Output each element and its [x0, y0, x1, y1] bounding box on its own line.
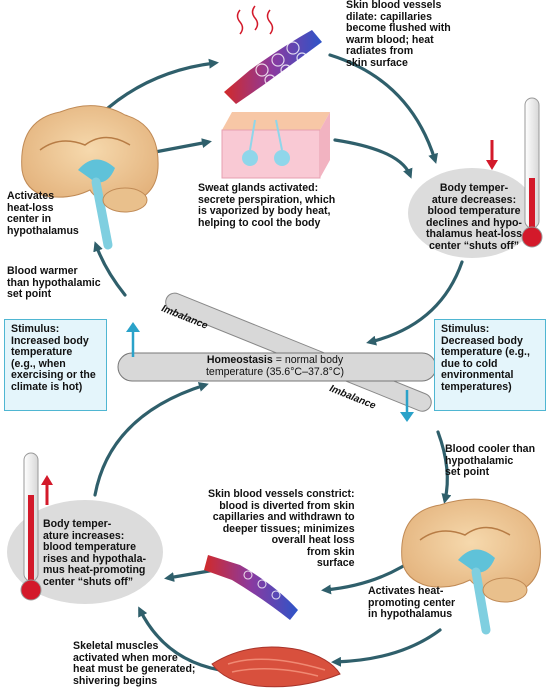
muscle-icon [211, 646, 341, 688]
label-blood-warmer: Blood warmer than hypothalamic set point [7, 265, 101, 300]
arrow-decrease-to-homeostasis [366, 260, 464, 346]
label-activates-heat-promoting: Activates heat- promoting center in hypo… [368, 585, 456, 620]
temp-decreases-ellipse [408, 168, 536, 258]
arrow-brain-to-sweat [153, 138, 212, 154]
homeostasis-range: temperature (35.6°C–37.8°C) [205, 365, 345, 378]
blood-vessel-constricted-icon [204, 555, 298, 620]
brain-icon [401, 498, 541, 635]
arrow-sweat-to-decrease [333, 138, 413, 179]
thermometer-icon [20, 452, 42, 601]
homeostasis-rest: = normal body [272, 354, 344, 366]
temp-increases-ellipse [7, 500, 163, 604]
homeostasis-term: Homeostasis [206, 354, 273, 366]
label-blood-cooler: Blood cooler than hypothalamic set point [445, 443, 536, 478]
stimulus-increased-box: Stimulus: Increased body temperature (e.… [4, 319, 107, 411]
label-temp-decreases: Body temper- ature decreases: blood temp… [426, 182, 522, 252]
stimulus-decreased-box: Stimulus: Decreased body temperature (e.… [434, 319, 546, 411]
imbalance-arrow-down [400, 390, 414, 422]
cycle-arrows [88, 53, 464, 672]
label-sweat-glands: Sweat glands activated: secrete perspira… [198, 182, 336, 229]
label-skin-dilate: Skin blood vessels dilate: capillaries b… [346, 0, 451, 69]
arrow-brain-to-muscle [331, 628, 442, 667]
temp-up-arrow [41, 475, 53, 505]
arrow-constrict-to-increase [164, 568, 217, 582]
label-skin-constrict: Skin blood vessels constrict: blood is d… [208, 488, 355, 569]
balance-bar [117, 292, 437, 412]
arrow-warmer-to-brain [93, 241, 127, 297]
arrow-muscle-to-increase [138, 606, 222, 672]
label-temp-increases: Body temper- ature increases: blood temp… [43, 518, 147, 588]
homeostasis-text: Homeostasis = normal body temperature (3… [120, 354, 430, 378]
label-skeletal-muscles: Skeletal muscles activated when more hea… [73, 640, 196, 687]
arrow-vessels-to-decrease [328, 53, 438, 164]
arrow-increase-to-homeostasis [93, 382, 209, 497]
sweat-gland-icon [221, 112, 330, 179]
blood-vessel-dilated-icon [224, 5, 322, 104]
brain-icon [21, 105, 159, 250]
imbalance-arrow-up [126, 322, 140, 357]
thermometer-icon [521, 97, 543, 248]
label-activates-heat-loss: Activates heat-loss center in hypothalam… [7, 190, 79, 237]
temp-down-arrow [486, 140, 498, 170]
arrow-cooler-to-brain [436, 430, 452, 504]
